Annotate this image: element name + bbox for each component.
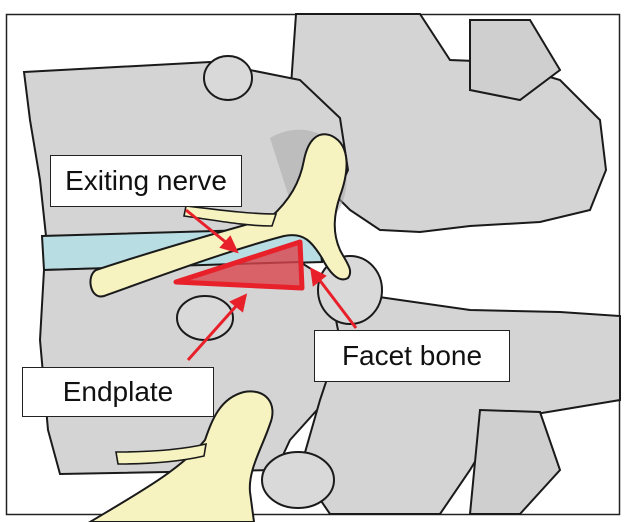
upper-articular-knob [204, 56, 252, 100]
label-endplate: Endplate [22, 367, 214, 417]
lower-pedicle-knob [262, 452, 334, 508]
label-exiting-nerve: Exiting nerve [50, 155, 242, 207]
label-facet-bone: Facet bone [314, 330, 510, 382]
